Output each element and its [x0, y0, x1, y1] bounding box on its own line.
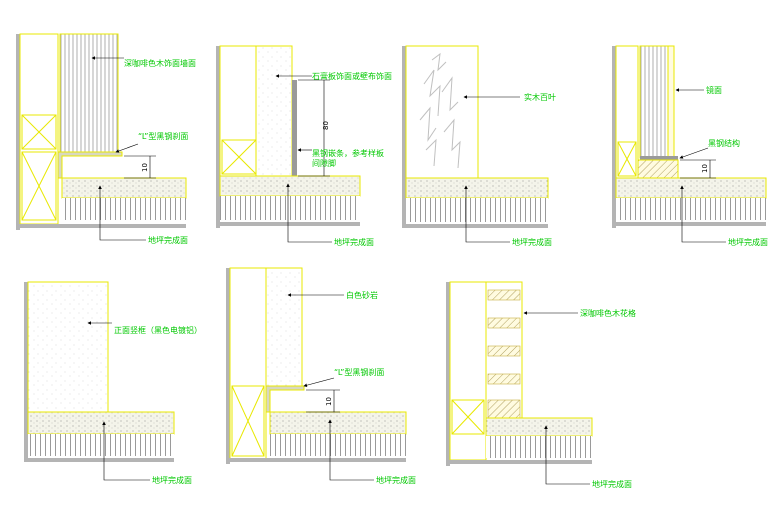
- gray-wall: [612, 46, 616, 228]
- gypsum-panel: [255, 45, 293, 177]
- floor-slab: [269, 411, 407, 435]
- timber-block: [231, 385, 265, 457]
- hatched-base: [637, 159, 679, 179]
- label-wall-finish: 白色砂岩: [346, 290, 378, 300]
- mirror-edge: [667, 45, 675, 159]
- label-groove-line2: 间隙脚: [312, 158, 336, 168]
- timber-block: [21, 114, 57, 221]
- wood-grain-sketch: [419, 52, 461, 169]
- label-wall-finish: 实木百叶: [524, 92, 556, 102]
- leader: [303, 377, 335, 387]
- dim-gap: 10: [680, 159, 716, 179]
- leader: [328, 419, 374, 481]
- sandstone-panel: [265, 267, 303, 387]
- label-wall-finish: 深咖啡色木饰面墙面: [124, 58, 196, 68]
- label-floor: 地坪完成面: [512, 237, 552, 247]
- dim-height-text: 80: [322, 121, 330, 130]
- gray-wall: [216, 46, 220, 228]
- dim-gap-text: 10: [325, 397, 333, 406]
- label-steel-edge: “L”型黑钢刹面: [138, 131, 188, 141]
- floor-slab: [615, 177, 767, 199]
- base-line: [16, 224, 186, 228]
- timber-block: [221, 139, 257, 175]
- base-line: [226, 458, 406, 462]
- wood-panel: [59, 33, 119, 153]
- leader: [544, 425, 590, 485]
- yellow-wall: [19, 33, 59, 225]
- joists: [616, 198, 766, 220]
- floor-slab: [485, 417, 593, 437]
- base-line: [612, 222, 766, 226]
- leader: [679, 147, 709, 159]
- base-line: [402, 224, 548, 228]
- gray-wall: [402, 46, 406, 228]
- leader: [115, 143, 139, 153]
- gray-wall: [226, 268, 230, 464]
- mirror-panel: [639, 45, 669, 159]
- floor-slab: [27, 411, 175, 435]
- joists: [62, 198, 186, 220]
- floor-slab: [219, 175, 361, 197]
- leader: [102, 421, 150, 481]
- detail-1: 10 深咖啡色木饰面墙面 “L”型黑钢刹面 地坪完成面: [16, 33, 196, 245]
- black-steel-frame: [640, 156, 678, 160]
- floor-slab: [405, 177, 549, 199]
- label-floor: 地坪完成面: [148, 235, 188, 245]
- base-line: [24, 458, 174, 462]
- joists: [28, 434, 174, 456]
- leader: [98, 185, 146, 241]
- dim-gap: 10: [306, 389, 340, 413]
- dim-gap-text: 10: [141, 163, 149, 172]
- yellow-wall: [229, 267, 267, 461]
- floor-slab: [61, 177, 187, 199]
- gray-wall: [446, 282, 450, 466]
- label-groove-line1: 黑钢嵌条，参考样板: [312, 148, 384, 158]
- joists: [486, 436, 592, 458]
- leader: [464, 185, 510, 243]
- detail-6: 10 白色砂岩 “L”型黑钢刹面 地坪完成面: [226, 267, 416, 485]
- label-floor: 地坪完成面: [376, 475, 416, 485]
- label-floor: 地坪完成面: [592, 479, 632, 489]
- label-wall-finish: 正面竖框（黑色电镀铝）: [114, 325, 202, 335]
- leader: [680, 185, 726, 243]
- black-steel-strip: [292, 80, 297, 176]
- dim-gap: 10: [124, 155, 156, 179]
- joists: [406, 198, 548, 222]
- dim-height: 80: [298, 79, 330, 177]
- label-floor: 地坪完成面: [152, 475, 192, 485]
- label-floor: 地坪完成面: [728, 237, 768, 247]
- label-wall-finish: 石膏板饰面或壁布饰面: [312, 71, 392, 81]
- timber-block: [451, 399, 485, 435]
- label-floor: 地坪完成面: [334, 237, 374, 247]
- dim-gap-text: 10: [701, 164, 709, 173]
- base-line: [446, 460, 592, 464]
- detail-7: 深咖啡色木花格 地坪完成面: [446, 281, 636, 489]
- aluminium-frame: [27, 281, 109, 413]
- timber-block: [617, 141, 637, 177]
- l-steel-edge: [57, 151, 123, 179]
- gray-wall: [16, 34, 20, 230]
- label-wall-finish: 镜面: [706, 85, 722, 95]
- timber-louver: [405, 45, 479, 179]
- detail-3: 实木百叶 地坪完成面: [402, 45, 556, 247]
- leader: [286, 183, 332, 243]
- joists: [220, 196, 360, 220]
- yellow-wall: [449, 281, 487, 461]
- detail-5: 正面竖框（黑色电镀铝） 地坪完成面: [24, 281, 202, 485]
- label-wall-finish: 深咖啡色木花格: [580, 308, 636, 318]
- wood-lattice: [485, 281, 523, 419]
- gray-wall: [24, 282, 28, 462]
- joists: [270, 434, 406, 456]
- l-steel-edge: [265, 385, 305, 413]
- label-steel-edge: 黑钢结构: [708, 138, 740, 148]
- detail-2: 80 石膏板饰面或壁布饰面 黑钢嵌条，参考样板 间隙脚 地坪完成面: [216, 45, 392, 247]
- detail-4: 10 镜面 黑钢结构 地坪完成面: [612, 45, 768, 247]
- label-steel-edge: “L”型黑钢刹面: [334, 367, 384, 377]
